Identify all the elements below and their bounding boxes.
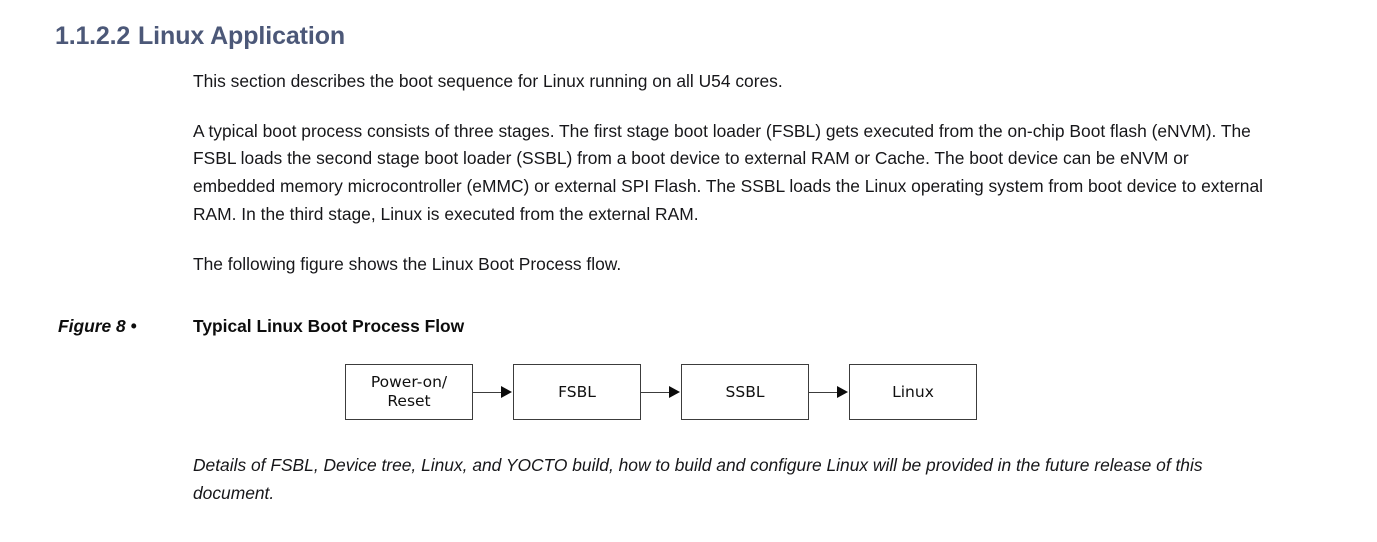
section-number: 1.1.2.2 <box>55 22 131 50</box>
figure-label: Figure 8 • <box>58 316 137 336</box>
flow-node-ssbl: SSBL <box>681 364 809 420</box>
flow-arrow-1-icon <box>473 364 513 420</box>
arrow-head <box>669 386 680 398</box>
flow-arrow-2-icon <box>641 364 681 420</box>
arrow-head <box>501 386 512 398</box>
body-text-column: This section describes the boot sequence… <box>193 68 1271 278</box>
flow-arrow-3-icon <box>809 364 849 420</box>
paragraph-figure-intro: The following figure shows the Linux Boo… <box>193 253 622 274</box>
flow-node-fsbl: FSBL <box>513 364 641 420</box>
flow-node-power-on-reset: Power-on/ Reset <box>345 364 473 420</box>
arrow-head <box>837 386 848 398</box>
section-heading: 1.1.2.2 Linux Application <box>0 22 1377 51</box>
arrow-shaft <box>641 391 673 393</box>
paragraph-intro: This section describes the boot sequence… <box>193 71 783 91</box>
flow-node-linux: Linux <box>849 364 977 420</box>
figure-caption: Figure 8 • Typical Linux Boot Process Fl… <box>0 316 1377 337</box>
arrow-shaft <box>809 391 841 393</box>
figure-title: Typical Linux Boot Process Flow <box>193 316 465 336</box>
page-title: Linux Application <box>138 22 346 50</box>
paragraph-boot-stages: A typical boot process consists of three… <box>193 120 1263 224</box>
future-release-note: Details of FSBL, Device tree, Linux, and… <box>193 455 1203 503</box>
note-column: Details of FSBL, Device tree, Linux, and… <box>193 452 1278 507</box>
arrow-shaft <box>473 391 505 393</box>
boot-process-flow-diagram: Power-on/ Reset FSBL SSBL Linux <box>345 364 977 420</box>
